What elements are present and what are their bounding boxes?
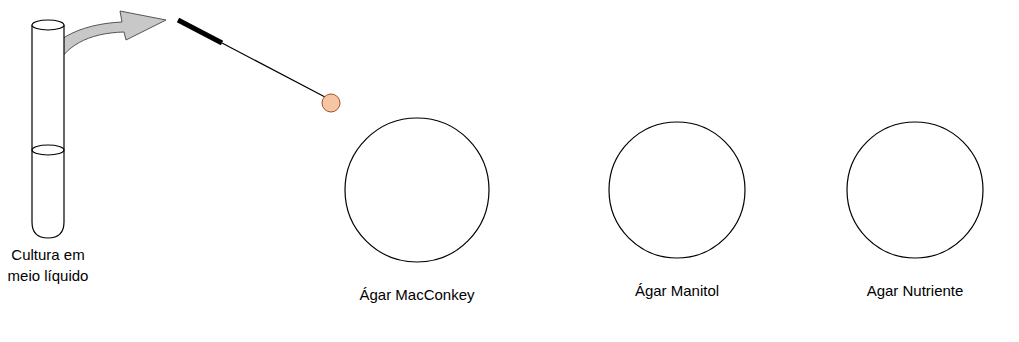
node-label: Agar Nutriente [820, 120, 1010, 301]
agar-plate: Ágar Manitol [577, 120, 777, 301]
test-tube [0, 18, 96, 242]
petri-dish [577, 120, 777, 260]
agar-plate: Ágar MacConkey [317, 116, 517, 305]
agar-plate: Agar Nutriente [820, 120, 1010, 301]
node-label: Ágar MacConkey [317, 116, 517, 305]
culture-tube: Cultura em meio líquido [0, 18, 96, 286]
loop-tip [322, 94, 340, 112]
petri-dish [317, 116, 517, 264]
node-label: Cultura em meio líquido [0, 18, 96, 286]
node-label: Ágar Manitol [577, 120, 777, 301]
loop-handle [178, 20, 222, 43]
loop-wire [222, 43, 325, 97]
petri-dish [820, 120, 1010, 260]
